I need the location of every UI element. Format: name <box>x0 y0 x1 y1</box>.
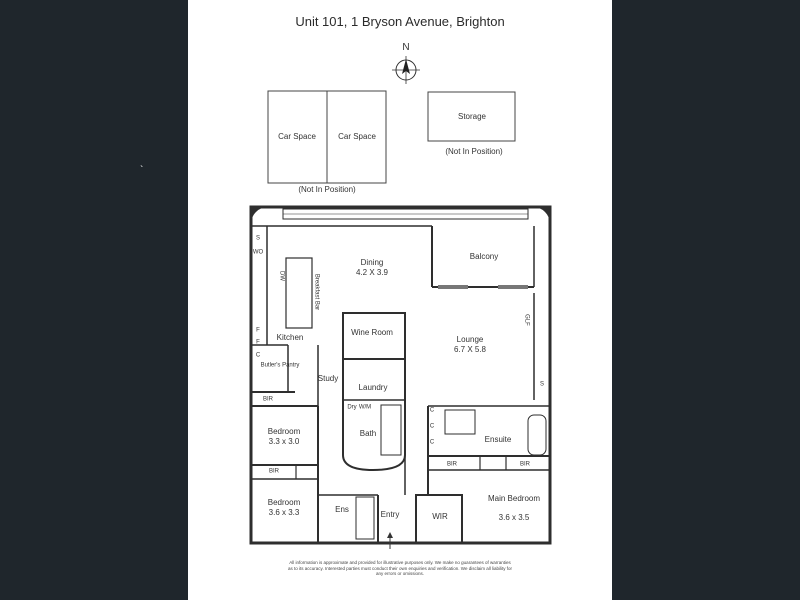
room-entry: Entry <box>380 510 400 519</box>
room-lounge: Lounge <box>456 335 484 344</box>
cupboard-label-4: C <box>429 439 435 446</box>
room-bedroom-2-size: 3.6 x 3.3 <box>268 508 300 517</box>
bir-label-4: BIR <box>519 461 531 468</box>
room-kitchen: Kitchen <box>276 333 304 342</box>
bir-label-3: BIR <box>446 461 458 468</box>
room-ensuite: Ensuite <box>484 435 512 444</box>
room-balcony: Balcony <box>469 252 499 261</box>
stray-mark: ` <box>140 165 144 176</box>
breakfast-bar-label: Breakfast Bar <box>313 273 320 311</box>
room-main-bedroom-size: 3.6 x 3.5 <box>498 513 530 522</box>
room-laundry: Laundry <box>358 383 388 392</box>
room-lounge-size: 6.7 X 5.8 <box>453 345 487 354</box>
room-bath: Bath <box>359 429 377 438</box>
car-space-label-1: Car Space <box>278 132 316 141</box>
bir-label-1: BIR <box>262 396 274 403</box>
fridge-label-1: F <box>256 327 260 334</box>
glf-label: GLF <box>523 314 530 326</box>
entry-arrow-icon <box>387 532 393 549</box>
storage-s-label-2: S <box>539 381 545 388</box>
compass-label: N <box>402 42 410 53</box>
left-backdrop <box>0 0 188 600</box>
compass-icon <box>392 56 420 84</box>
floor-plan-drawing <box>249 56 552 549</box>
cupboard-label-1: C <box>255 352 261 359</box>
room-butlers-pantry: Butler's Pantry <box>260 362 300 369</box>
page-title: Unit 101, 1 Bryson Avenue, Brighton <box>295 14 505 29</box>
storage-s-label-1: S <box>255 235 261 242</box>
wall-oven-label: WO <box>252 249 264 256</box>
room-ens: Ens <box>335 505 349 514</box>
floor-plan-sheet: Unit 101, 1 Bryson Avenue, Brighton <box>188 0 612 600</box>
storage-note: (Not In Position) <box>445 147 503 156</box>
room-dining-size: 4.2 X 3.9 <box>355 268 389 277</box>
cupboard-label-2: C <box>429 407 435 414</box>
room-dining: Dining <box>360 258 384 267</box>
disclaimer-text: All information is approximate and provi… <box>288 560 512 576</box>
room-study: Study <box>317 374 339 383</box>
cupboard-label-3: C <box>429 423 435 430</box>
right-backdrop <box>612 0 800 600</box>
storage-block <box>427 91 516 142</box>
car-space-label-2: Car Space <box>338 132 376 141</box>
room-bedroom-2: Bedroom <box>267 498 301 507</box>
fridge-label-2: F <box>256 339 260 346</box>
bir-label-2: BIR <box>268 468 280 475</box>
washing-machine-label: W/M <box>358 404 372 411</box>
room-main-bedroom: Main Bedroom <box>487 494 541 503</box>
room-bedroom-1: Bedroom <box>267 427 301 436</box>
dryer-label: Dry <box>347 404 357 411</box>
room-wir: WIR <box>432 512 448 521</box>
room-wine-label: Wine Room <box>351 328 393 337</box>
storage-label: Storage <box>457 112 487 121</box>
dishwasher-label: DW <box>278 271 285 281</box>
room-bedroom-1-size: 3.3 x 3.0 <box>268 437 300 446</box>
apartment-walls <box>249 205 552 545</box>
car-space-note: (Not In Position) <box>298 185 356 194</box>
